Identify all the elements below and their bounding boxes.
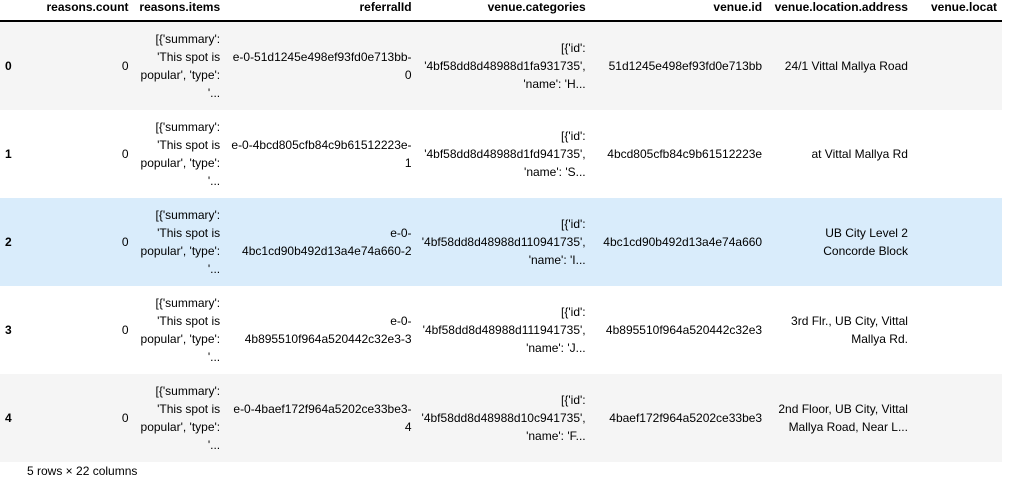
column-header-reasons-items: reasons.items: [133, 0, 226, 21]
column-header-venue-categories: venue.categories: [416, 0, 591, 21]
cell-referral-id: e-0-4baef172f964a5202ce33be3-4: [233, 402, 412, 434]
row-index-label: 4: [5, 411, 12, 425]
dataframe-table: reasons.count reasons.items referralId v…: [0, 0, 1002, 462]
cell-reasons-count: 0: [121, 147, 129, 161]
cell-referral-id: e-0-51d1245e498ef93fd0e713bb-0: [232, 50, 412, 82]
cell-reasons-count: 0: [121, 235, 129, 249]
cell-venue-categories: [{'id': '4bf58dd8d48988d1fd941735', 'nam…: [424, 129, 586, 179]
row-index-label: 1: [5, 147, 12, 161]
table-row[interactable]: 0 0 [{'summary': 'This spot is popular',…: [0, 21, 1002, 110]
row-index-label: 2: [5, 235, 12, 249]
row-index-label: 0: [5, 59, 12, 73]
dataframe-shape-label: 5 rows × 22 columns: [27, 464, 138, 478]
cell-venue-location-truncated: [913, 374, 1002, 462]
table-body: 0 0 [{'summary': 'This spot is popular',…: [0, 21, 1002, 462]
column-header-venue-location-address: venue.location.address: [767, 0, 913, 21]
cell-venue-id: 4baef172f964a5202ce33be3: [609, 411, 763, 425]
cell-venue-location-truncated: [913, 110, 1002, 198]
column-header-referral-id: referralId: [225, 0, 417, 21]
cell-venue-location-truncated: [913, 198, 1002, 286]
cell-referral-id: e-0-4bcd805cfb84c9b61512223e-1: [231, 138, 412, 170]
column-header-venue-id: venue.id: [590, 0, 768, 21]
cell-reasons-items: [{'summary': 'This spot is popular', 'ty…: [140, 384, 221, 452]
cell-venue-location-address: 3rd Flr., UB City, Vittal Mallya Rd.: [791, 314, 908, 346]
header-row: reasons.count reasons.items referralId v…: [0, 0, 1002, 21]
column-header-venue-location-truncated: venue.locat: [912, 0, 1002, 21]
cell-reasons-items: [{'summary': 'This spot is popular', 'ty…: [140, 296, 221, 364]
column-header-index: [0, 0, 24, 21]
cell-venue-location-truncated: [913, 286, 1002, 374]
cell-reasons-count: 0: [121, 59, 129, 73]
cell-reasons-count: 0: [121, 411, 129, 425]
cell-reasons-items: [{'summary': 'This spot is popular', 'ty…: [140, 120, 221, 188]
table-row-selected[interactable]: 2 0 [{'summary': 'This spot is popular',…: [0, 198, 1002, 286]
cell-reasons-count: 0: [121, 323, 129, 337]
cell-reasons-items: [{'summary': 'This spot is popular', 'ty…: [140, 32, 221, 100]
cell-venue-location-address: at Vittal Mallya Rd: [811, 147, 908, 161]
table-row[interactable]: 1 0 [{'summary': 'This spot is popular',…: [0, 110, 1002, 198]
cell-venue-categories: [{'id': '4bf58dd8d48988d10c941735', 'nam…: [421, 393, 586, 443]
cell-venue-id: 4b895510f964a520442c32e3: [605, 323, 763, 337]
cell-venue-id: 4bcd805cfb84c9b61512223e: [607, 147, 763, 161]
table-row[interactable]: 3 0 [{'summary': 'This spot is popular',…: [0, 286, 1002, 374]
table-header: reasons.count reasons.items referralId v…: [0, 0, 1002, 21]
dataframe-viewport[interactable]: reasons.count reasons.items referralId v…: [0, 0, 1002, 462]
cell-venue-location-address: UB City Level 2 Concorde Block: [823, 226, 908, 258]
table-row[interactable]: 4 0 [{'summary': 'This spot is popular',…: [0, 374, 1002, 462]
cell-venue-id: 4bc1cd90b492d13a4e74a660: [603, 235, 763, 249]
column-header-reasons-count: reasons.count: [23, 0, 134, 21]
cell-venue-location-address: 2nd Floor, UB City, Vittal Mallya Road, …: [778, 402, 908, 434]
cell-venue-location-truncated: [913, 21, 1002, 110]
cell-venue-categories: [{'id': '4bf58dd8d48988d110941735', 'nam…: [421, 217, 586, 267]
cell-venue-id: 51d1245e498ef93fd0e713bb: [608, 59, 763, 73]
row-index-label: 3: [5, 323, 12, 337]
cell-referral-id: e-0-4b895510f964a520442c32e3-3: [244, 314, 412, 346]
cell-venue-categories: [{'id': '4bf58dd8d48988d1fa931735', 'nam…: [424, 41, 586, 91]
cell-venue-location-address: 24/1 Vittal Mallya Road: [784, 59, 908, 73]
cell-referral-id: e-0-4bc1cd90b492d13a4e74a660-2: [242, 226, 412, 258]
cell-reasons-items: [{'summary': 'This spot is popular', 'ty…: [140, 208, 221, 276]
cell-venue-categories: [{'id': '4bf58dd8d48988d111941735', 'nam…: [422, 305, 586, 355]
